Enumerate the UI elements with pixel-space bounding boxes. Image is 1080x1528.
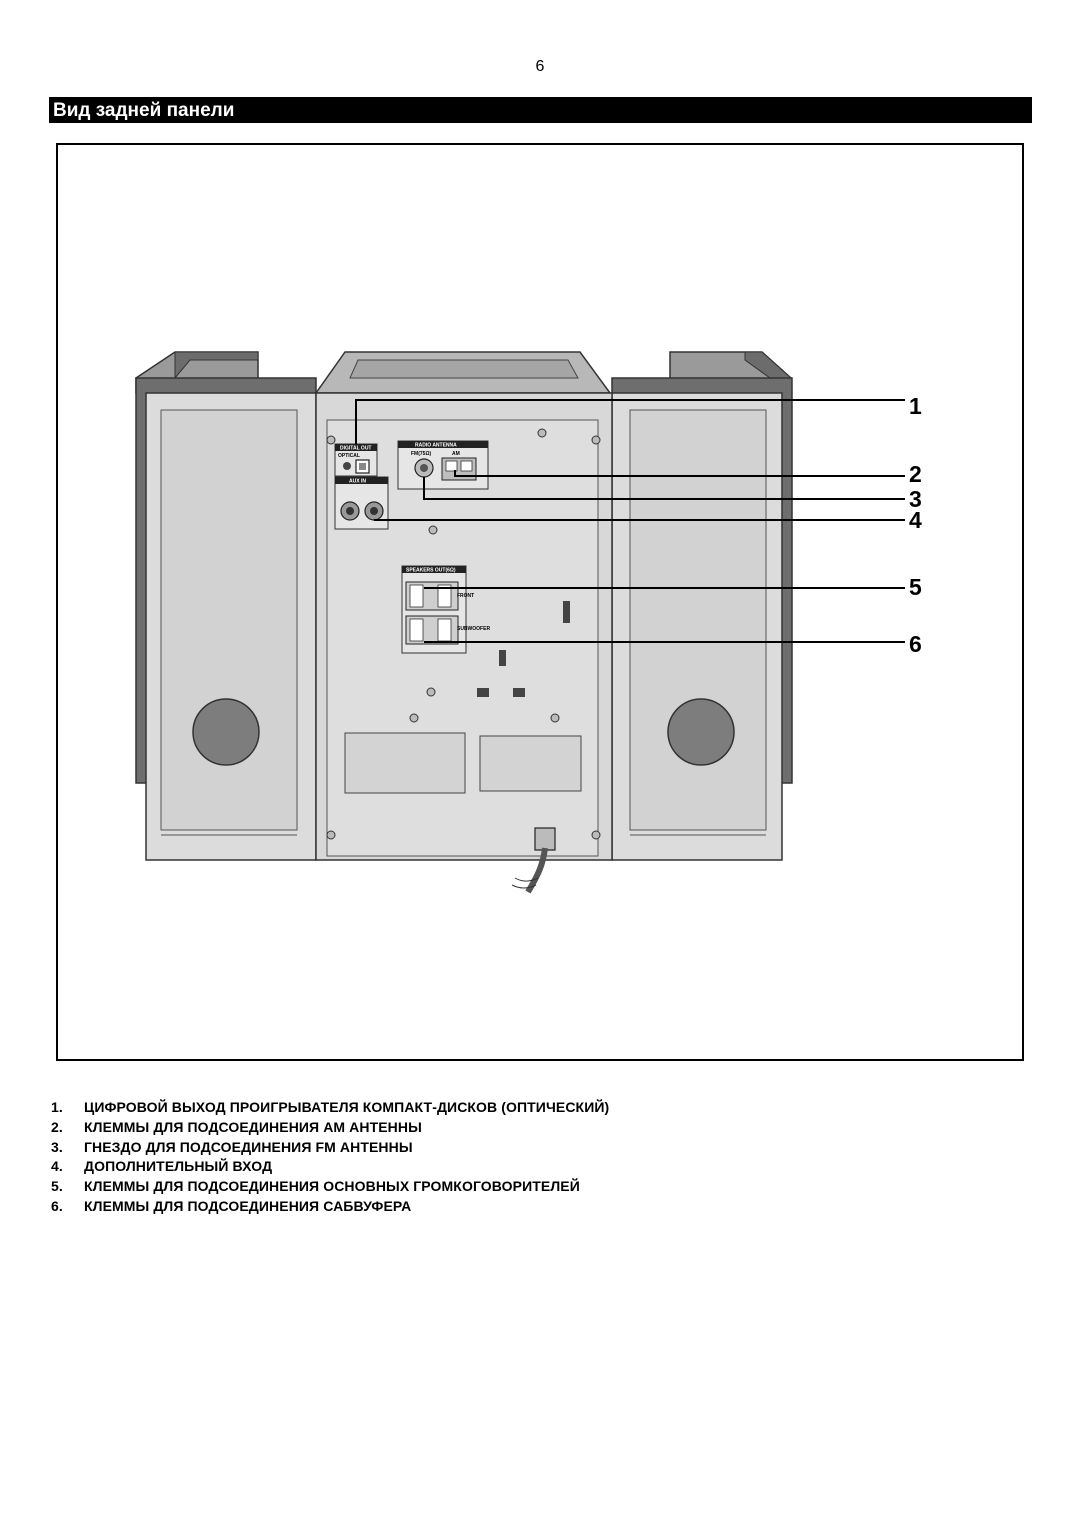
fm-label: FM(75Ω) xyxy=(411,451,431,457)
callout-lines xyxy=(355,399,905,643)
subwoofer-label: SUBWOOFER xyxy=(457,626,490,632)
callout-6: 6 xyxy=(909,631,922,657)
radio-antenna-label: RADIO ANTENNA xyxy=(415,443,457,449)
right-speaker xyxy=(611,351,793,861)
digital-out-label: DIGITAL OUT xyxy=(340,446,371,452)
legend-item: 6.КЛЕММЫ ДЛЯ ПОДСОЕДИНЕНИЯ САБВУФЕРА xyxy=(51,1197,412,1214)
legend-item: 1.ЦИФРОВОЙ ВЫХОД ПРОИГРЫВАТЕЛЯ КОМПАКТ-Д… xyxy=(51,1099,610,1115)
callout-5: 5 xyxy=(909,574,922,600)
aux-in-label: AUX IN xyxy=(349,479,366,485)
page-number: 6 xyxy=(535,58,545,75)
legend-item: 5.КЛЕММЫ ДЛЯ ПОДСОЕДИНЕНИЯ ОСНОВНЫХ ГРОМ… xyxy=(51,1178,580,1195)
front-label: FRONT xyxy=(457,593,474,599)
main-unit: DIGITAL OUT OPTICAL RADIO ANTENNA FM(75Ω… xyxy=(314,351,613,894)
callout-2: 2 xyxy=(909,461,922,487)
callout-4: 4 xyxy=(909,507,922,533)
legend-list: 1.ЦИФРОВОЙ ВЫХОД ПРОИГРЫВАТЕЛЯ КОМПАКТ-Д… xyxy=(51,1098,609,1217)
left-speaker xyxy=(135,351,317,861)
legend-item: 4.ДОПОЛНИТЕЛЬНЫЙ ВХОД xyxy=(51,1158,273,1175)
rear-panel-illustration: DIGITAL OUT OPTICAL RADIO ANTENNA FM(75Ω… xyxy=(135,351,922,894)
speakers-out-label: SPEAKERS OUT(6Ω) xyxy=(406,568,456,574)
am-label: AM xyxy=(452,451,460,457)
callout-1: 1 xyxy=(909,393,922,419)
callout-3: 3 xyxy=(909,486,922,512)
legend-item: 3.ГНЕЗДО ДЛЯ ПОДСОЕДИНЕНИЯ FM АНТЕННЫ xyxy=(51,1138,413,1155)
rear-panel-figure: DIGITAL OUT OPTICAL RADIO ANTENNA FM(75Ω… xyxy=(56,143,1024,1061)
section-title: Вид задней панели xyxy=(49,97,1032,123)
legend-item: 2.КЛЕММЫ ДЛЯ ПОДСОЕДИНЕНИЯ АМ АНТЕННЫ xyxy=(51,1118,422,1135)
optical-label: OPTICAL xyxy=(338,453,360,459)
